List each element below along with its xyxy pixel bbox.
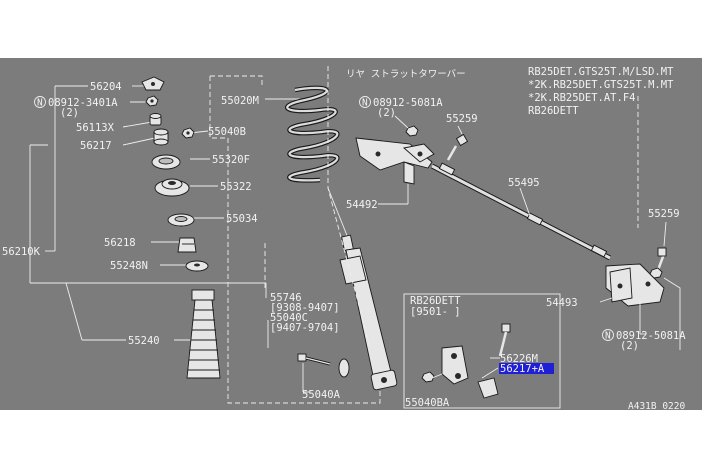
right-dashed-lines [327, 66, 681, 350]
note-line-4: RB26DETT [528, 105, 579, 117]
note-line-2: *2K.RB25DET.GTS25T.M.MT [528, 79, 674, 91]
label-08912-3401a-qty: (2) [60, 107, 79, 119]
tower-bar-55495 [430, 162, 612, 261]
label-56226m: 56226M [500, 353, 538, 365]
label-55040b: 55040B [208, 126, 246, 138]
label-55020m: 55020M [221, 95, 259, 107]
parts-diagram: 56204 N 08912-3401A (2) 56113X 56217 562… [0, 58, 702, 410]
strut-bar-bracket-54492 [355, 137, 435, 205]
left-leader-lines [29, 85, 300, 341]
top-cap-part [141, 76, 165, 91]
label-55040ba: 55040BA [405, 397, 450, 409]
label-rear-strut-bar-jp: リヤ ストラットタワーバー [346, 69, 466, 80]
label-55320f: 55320F [212, 154, 250, 166]
washer-55248n-part [185, 260, 209, 272]
bolt-55259-right [656, 221, 667, 271]
reference-code: A431B 0220 [628, 401, 685, 410]
label-56218: 56218 [104, 237, 136, 249]
bumper-56218-part [177, 237, 197, 253]
label-56113x: 56113X [76, 122, 115, 134]
bolt-55040a-part [267, 320, 350, 393]
label-55040a: 55040A [302, 389, 341, 401]
label-08912-5081a-bottom: 08912-5081A [616, 330, 686, 342]
label-56204: 56204 [90, 81, 122, 93]
nut-part [145, 95, 159, 107]
label-55248n: 55248N [110, 260, 148, 272]
label-55259-top: 55259 [446, 113, 478, 125]
label-08912-5081a-top: 08912-5081A [373, 97, 443, 109]
circle-n-marker-3 [602, 329, 614, 341]
mount-55322-part [154, 178, 190, 197]
label-55495: 55495 [508, 177, 540, 189]
label-date2: [9407-9704] [270, 322, 340, 334]
coil-spring-55020m-part [285, 85, 340, 183]
diagram-svg: 56204 N 08912-3401A (2) 56113X 56217 562… [2, 66, 686, 410]
label-55034: 55034 [226, 213, 258, 225]
bushing-56217-part [153, 128, 169, 146]
label-08912-5081a-bottom-qty: (2) [620, 340, 639, 352]
label-54493: 54493 [546, 297, 578, 309]
label-55746: 55746 [270, 292, 302, 304]
label-55322: 55322 [220, 181, 252, 193]
bolt-08912-5081a-top [394, 115, 419, 137]
rb26dett-inset [403, 293, 561, 409]
labels: 56204 N 08912-3401A (2) 56113X 56217 562… [2, 66, 686, 410]
seat-55034-part [167, 213, 195, 227]
highlight-56217-a [499, 363, 554, 374]
seat-55320f-part [151, 154, 181, 170]
label-08912-3401a: 08912-3401A [48, 97, 118, 109]
circle-n-marker [34, 96, 46, 108]
label-56217: 56217 [80, 140, 112, 152]
circle-n-marker-2 [359, 96, 371, 108]
strut-dashed-outline [209, 75, 381, 404]
strut-bar-bracket-54493 [599, 263, 665, 307]
label-55240: 55240 [128, 335, 160, 347]
note-line-1: RB25DET.GTS25T.M/LSD.MT [528, 66, 674, 78]
bolt-55259-top [446, 125, 469, 161]
circle-n-letter-2: N [362, 98, 368, 109]
label-56217-a[interactable]: 56217+A [500, 363, 545, 375]
label-56210k: 56210K [2, 246, 41, 258]
shock-absorber-part [327, 187, 398, 391]
bolt-08912-5081a-bottom [639, 267, 663, 335]
inset-date: [9501- ] [410, 306, 461, 318]
inset-title: RB26DETT [410, 295, 461, 307]
label-55040c: 55040C [270, 312, 308, 324]
nut-55040b-part [181, 127, 195, 139]
cap-56113x-part [149, 113, 162, 126]
note-line-3: *2K.RB25DET.AT.F4 [528, 92, 635, 104]
label-54492: 54492 [346, 199, 378, 211]
circle-n-letter-3: N [605, 331, 611, 342]
boot-55240-part [186, 289, 221, 379]
label-date1: [9308-9407] [270, 302, 340, 314]
label-55259-right: 55259 [648, 208, 680, 220]
circle-n-letter: N [37, 98, 43, 109]
label-08912-5081a-top-qty: (2) [377, 107, 396, 119]
